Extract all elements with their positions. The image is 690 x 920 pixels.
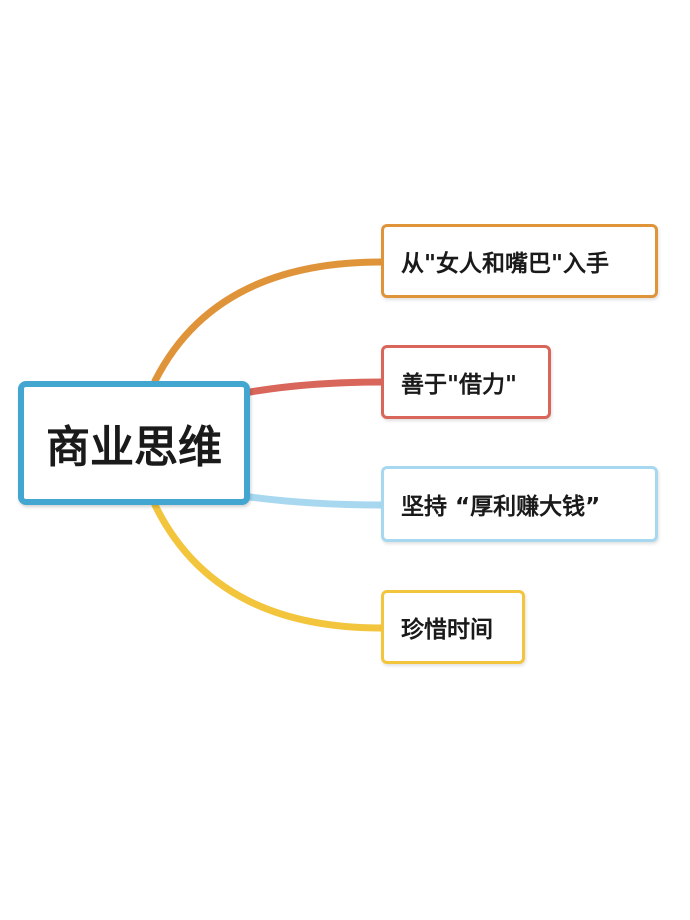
branch-topic-1[interactable]: 从"女人和嘴巴"入手 xyxy=(381,224,658,298)
branch-topic-4-label: 珍惜时间 xyxy=(401,617,493,643)
central-topic-label: 商业思维 xyxy=(46,422,222,473)
central-topic[interactable]: 商业思维 xyxy=(18,381,250,505)
connector-branch-2 xyxy=(246,378,385,396)
branch-topic-2-label: 善于"借力" xyxy=(401,372,517,398)
branch-topic-1-label: 从"女人和嘴巴"入手 xyxy=(401,251,609,277)
connector-branch-3 xyxy=(246,493,385,509)
branch-topic-2[interactable]: 善于"借力" xyxy=(381,345,551,419)
connector-branch-4 xyxy=(151,501,385,632)
branch-topic-3[interactable]: 坚持 “厚利赚大钱” xyxy=(381,466,658,542)
branch-topic-3-label: 坚持 “厚利赚大钱” xyxy=(401,494,601,520)
branch-topic-4[interactable]: 珍惜时间 xyxy=(381,590,525,664)
connector-branch-1 xyxy=(151,258,385,385)
